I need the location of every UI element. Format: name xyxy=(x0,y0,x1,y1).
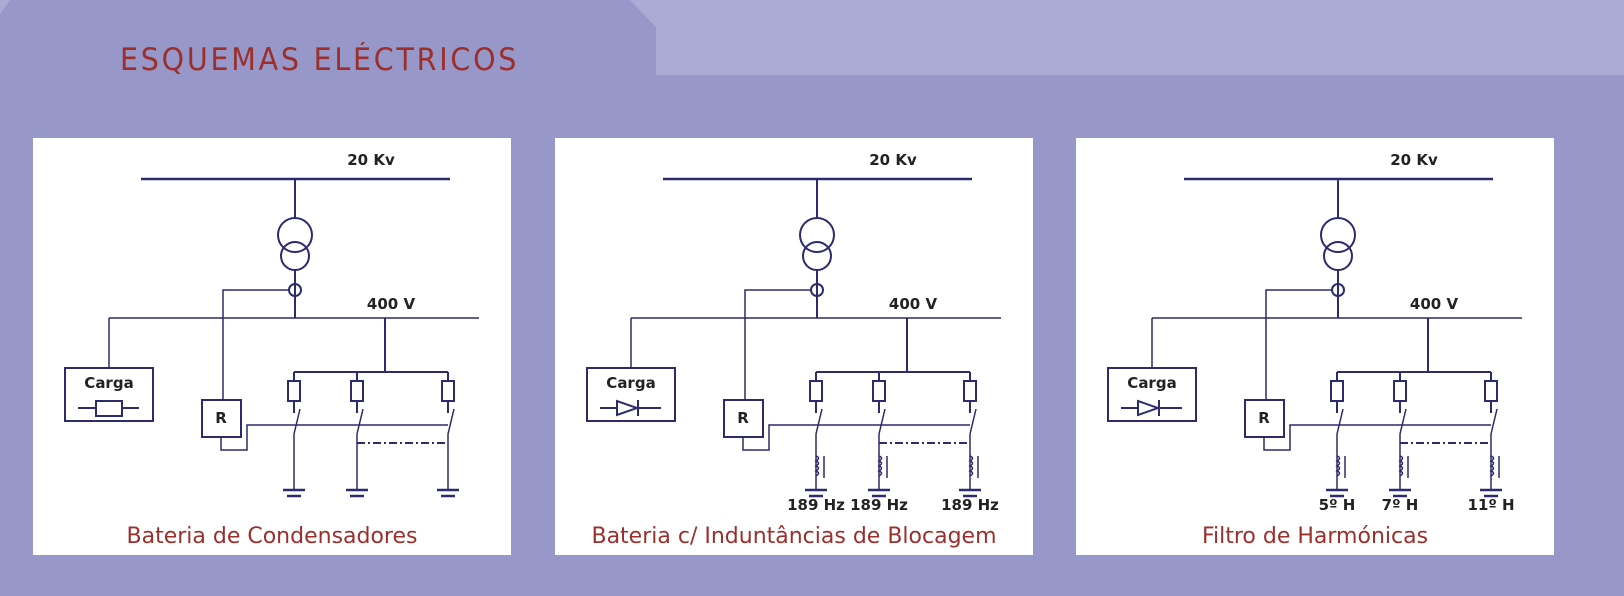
load-label: Carga xyxy=(84,374,134,392)
fuse-icon xyxy=(1393,380,1407,402)
switch-icon xyxy=(878,408,886,435)
panel-caption: Bateria c/ Induntâncias de Blocagem xyxy=(591,524,997,549)
ground-icon xyxy=(1480,488,1502,498)
branch-label: 189 Hz xyxy=(787,496,845,514)
ground-icon xyxy=(868,488,890,498)
load-label: Carga xyxy=(606,374,656,392)
fuse-icon xyxy=(809,380,823,402)
resistor-icon xyxy=(78,400,139,417)
switch-icon xyxy=(1336,408,1344,435)
inductor-icon xyxy=(814,455,825,478)
relay-sense-wire xyxy=(1265,289,1332,400)
ground-icon xyxy=(805,488,827,498)
diode-icon xyxy=(600,399,661,417)
relay-control-wire xyxy=(742,424,970,451)
branch-label: 7º H xyxy=(1381,496,1419,514)
fuse-icon xyxy=(1484,380,1498,402)
branch-2 xyxy=(1389,372,1411,498)
switch-icon xyxy=(447,408,455,435)
inductor-icon xyxy=(1398,455,1409,478)
lv-voltage-label: 400 V xyxy=(888,295,938,313)
fuse-icon xyxy=(1330,380,1344,402)
hv-voltage-label: 20 Kv xyxy=(869,151,917,169)
ground-icon xyxy=(437,488,459,498)
switch-icon xyxy=(1490,408,1498,435)
fuse-icon xyxy=(287,380,301,402)
relay-control-wire xyxy=(1263,424,1491,451)
load-box xyxy=(1107,367,1197,422)
branch-2 xyxy=(346,372,368,498)
switch-icon xyxy=(815,408,823,435)
relay-label: R xyxy=(1258,409,1270,427)
fuse-icon xyxy=(872,380,886,402)
branch-1 xyxy=(805,372,827,498)
inductor-icon xyxy=(1489,455,1500,478)
branch-3 xyxy=(959,372,981,498)
relay-label: R xyxy=(737,409,749,427)
transformer-icon xyxy=(1320,217,1356,271)
switch-icon xyxy=(356,408,364,435)
panel-caption: Filtro de Harmónicas xyxy=(1201,524,1429,549)
hv-voltage-label: 20 Kv xyxy=(1390,151,1438,169)
ground-icon xyxy=(283,488,305,498)
branch-label: 5º H xyxy=(1318,496,1356,514)
branch-label: 189 Hz xyxy=(941,496,999,514)
fuse-icon xyxy=(350,380,364,402)
hv-voltage-label: 20 Kv xyxy=(347,151,395,169)
fuse-icon xyxy=(963,380,977,402)
panel-caption: Bateria de Condensadores xyxy=(126,524,418,549)
hv-busbar xyxy=(141,177,450,218)
lv-voltage-label: 400 V xyxy=(366,295,416,313)
ground-icon xyxy=(1326,488,1348,498)
relay-control-wire xyxy=(220,424,448,451)
branch-label: 189 Hz xyxy=(850,496,908,514)
diode-icon xyxy=(1121,399,1182,417)
switch-icon xyxy=(1399,408,1407,435)
ground-icon xyxy=(1389,488,1411,498)
inductor-icon xyxy=(877,455,888,478)
load-box xyxy=(64,367,154,422)
relay-sense-wire xyxy=(744,289,811,400)
branch-label: 11º H xyxy=(1467,496,1515,514)
load-box xyxy=(586,367,676,422)
relay-label: R xyxy=(215,409,227,427)
ground-icon xyxy=(346,488,368,498)
inductor-icon xyxy=(968,455,979,478)
branch-3 xyxy=(437,372,459,498)
lv-voltage-label: 400 V xyxy=(1409,295,1459,313)
switch-icon xyxy=(293,408,301,435)
transformer-icon xyxy=(799,217,835,271)
ground-icon xyxy=(959,488,981,498)
branch-1 xyxy=(1326,372,1348,498)
header-background xyxy=(0,0,1624,75)
inductor-icon xyxy=(1335,455,1346,478)
fuse-icon xyxy=(441,380,455,402)
hv-busbar xyxy=(663,177,972,218)
transformer-icon xyxy=(277,217,313,271)
relay-sense-wire xyxy=(222,289,289,400)
branch-1 xyxy=(283,372,305,498)
branch-2 xyxy=(868,372,890,498)
hv-busbar xyxy=(1184,177,1493,218)
page-title: ESQUEMAS ELÉCTRICOS xyxy=(120,42,520,78)
load-label: Carga xyxy=(1127,374,1177,392)
switch-icon xyxy=(969,408,977,435)
branch-3 xyxy=(1480,372,1502,498)
